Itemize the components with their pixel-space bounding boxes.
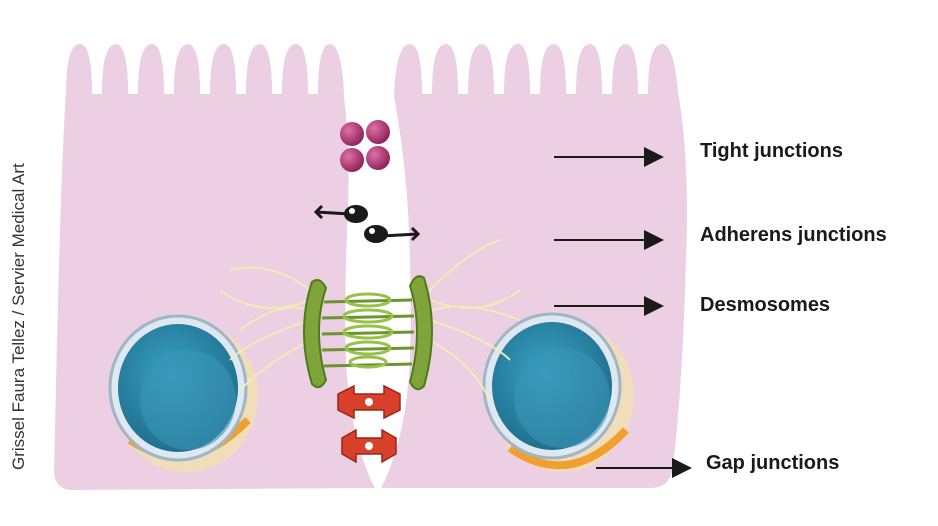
label-desmosomes: Desmosomes [700, 294, 830, 317]
label-adherens-junctions: Adherens junctions [700, 224, 887, 247]
label-gap-junctions: Gap junctions [706, 452, 839, 475]
label-tight-junctions: Tight junctions [700, 140, 843, 163]
image-credit: Grissel Faura Tellez / Servier Medical A… [4, 50, 34, 470]
desmosomes [304, 276, 432, 389]
